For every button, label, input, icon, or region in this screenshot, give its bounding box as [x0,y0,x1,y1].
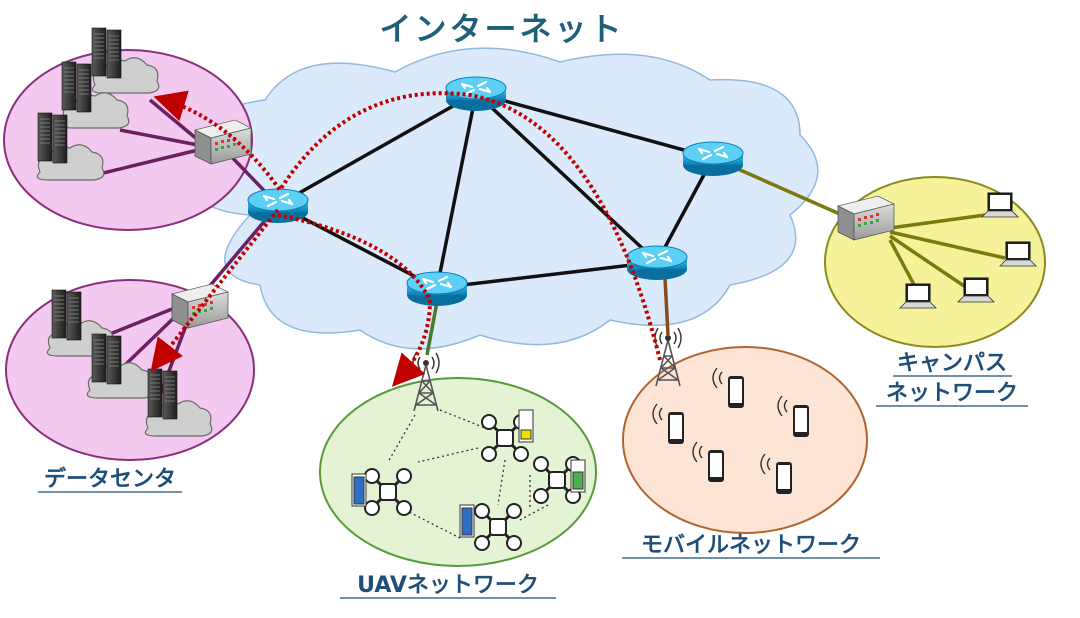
uav-drones [351,409,586,552]
uav-label: UAVネットワーク [357,573,539,598]
internet-title: インターネット [379,10,624,48]
mobile-label: モバイルネットワーク [641,533,861,558]
mobile-network-area [622,346,868,534]
router-top [444,75,508,113]
mobile-devices [652,367,809,494]
datacenter-label: データセンタ [44,466,176,492]
campus-label-line2: ネットワーク [886,381,1018,406]
mobile-uplink [663,277,670,336]
router-bottom-right [625,244,689,282]
campus-label-line1: キャンパス [897,351,1007,376]
uav-uplink [425,301,439,356]
traffic-flows [150,90,662,387]
router-right [681,140,745,178]
